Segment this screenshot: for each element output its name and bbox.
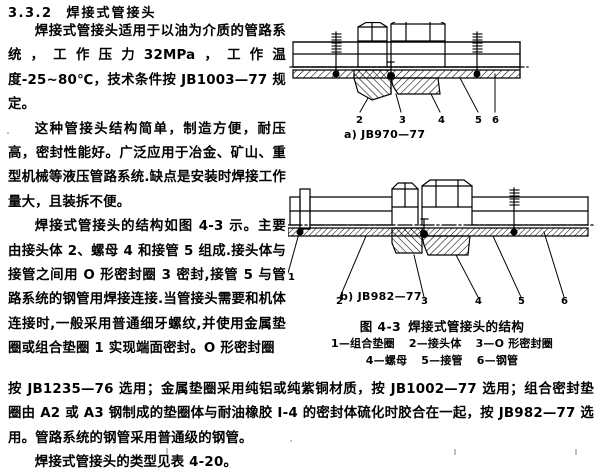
legend-item-2: 2—接头体 [408,337,462,350]
section-title: 焊接式管接头 [66,6,157,21]
svg-text:3: 3 [399,115,406,126]
svg-text:6: 6 [561,296,568,307]
scan-speck [454,449,456,455]
paragraph-4: 按 JB1235—76 选用；金属垫圈采用纯铝或纯紫铜材质，按 JB1002—7… [8,382,594,446]
svg-text:2: 2 [356,115,363,126]
svg-text:3: 3 [421,296,428,307]
paragraph-3: 焊接式管接头的结构如图 4-3 示。主要由接头体 2、螺母 4 和接管 5 组成… [8,219,286,357]
svg-text:1: 1 [288,272,295,283]
scan-speck [7,132,9,134]
legend-row-1: 1—组合垫圈 2—接头体 3—O 形密封圈 [288,335,596,352]
legend-item-6: 6—钢管 [476,354,519,367]
subfigure-a-label: a) JB970—77 [344,128,426,141]
figure-caption: 图 4-3 焊接式管接头的结构 1—组合垫圈 2—接头体 3—O 形密封圈 4—螺… [288,318,596,369]
svg-text:6: 6 [492,115,499,126]
caption-title-row: 图 4-3 焊接式管接头的结构 [288,318,596,335]
paragraph-5: 焊接式管接头的类型见表 4-20。 [34,455,238,471]
subfigure-b-label: b) JB982—77 [340,290,422,303]
figure-drawing-svg: 2 3 4 5 6 1 2 3 4 5 6 [288,22,594,307]
scan-speck [290,440,292,442]
svg-text:5: 5 [518,296,525,307]
svg-text:4: 4 [475,296,482,307]
section-heading: 3.3.2 焊接式管接头 [8,2,157,21]
svg-text:4: 4 [438,115,445,126]
section-number: 3.3.2 [8,6,53,21]
scanned-page: 3.3.2 焊接式管接头 焊接式管接头适用于以油为介质的管路系统，工作压力32MP… [7,2,596,470]
drawing-b [288,179,594,298]
scan-speck [166,448,168,454]
paragraph-2: 这种管接头结构简单，制造方便，耐压高，密封性能好。广泛应用于冶金、矿山、重型机械… [8,121,286,210]
legend-item-1: 1—组合垫圈 [330,337,395,350]
figure-title: 焊接式管接头的结构 [408,319,525,334]
scan-speck [283,73,285,80]
figure-4-3: 2 3 4 5 6 1 2 3 4 5 6 a) JB970—77 b) JB9… [288,22,596,370]
drawing-a [289,22,529,113]
legend-item-3: 3—O 形密封圈 [475,337,553,350]
callout-numbers: 2 3 4 5 6 1 2 3 4 5 6 [288,115,568,307]
legend-item-4: 4—螺母 [365,354,408,367]
legend-item-5: 5—接管 [421,354,463,367]
left-column-text: 焊接式管接头适用于以油为介质的管路系统，工作压力32MPa，工作温度-25~80… [8,20,286,362]
paragraph-1: 焊接式管接头适用于以油为介质的管路系统，工作压力32MPa，工作温度-25~80… [8,24,286,113]
figure-number: 图 4-3 [359,319,402,334]
svg-text:5: 5 [475,115,482,126]
scan-speck [575,449,577,455]
legend-row-2: 4—螺母 5—接管 6—钢管 [288,352,596,369]
svg-text:2: 2 [336,296,343,307]
full-width-text: 按 JB1235—76 选用；金属垫圈采用纯铝或纯紫铜材质，按 JB1002—7… [8,378,594,476]
